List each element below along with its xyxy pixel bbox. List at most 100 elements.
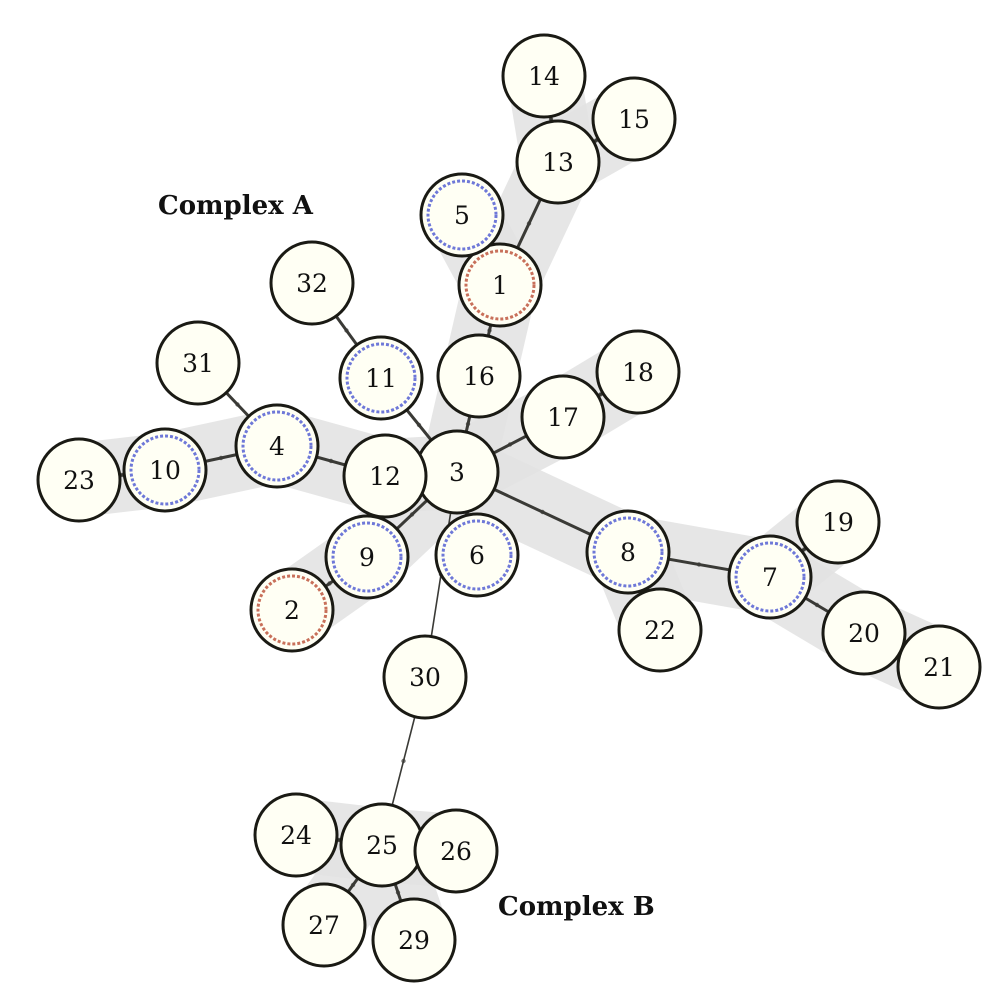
node-label-27: 27: [308, 911, 340, 940]
node-label-20: 20: [848, 619, 880, 648]
node-2: 2: [249, 567, 335, 653]
node-circle-30: [382, 634, 468, 720]
node-label-12: 12: [369, 462, 401, 491]
node-10: 10: [122, 427, 208, 513]
node-11: 11: [338, 335, 424, 421]
edge-tick-25-29: [395, 890, 401, 895]
node-label-13: 13: [542, 148, 574, 177]
node-circle-29: [371, 897, 457, 983]
node-circle-26: [413, 808, 499, 894]
node-circle-13: [515, 119, 601, 205]
node-circle-17: [520, 374, 606, 460]
node-circle-24: [253, 792, 339, 878]
node-ring-8: [592, 516, 664, 588]
node-14: 14: [501, 33, 587, 119]
node-32: 32: [269, 240, 355, 326]
node-circle-15: [591, 76, 677, 162]
node-18: 18: [595, 329, 681, 415]
node-19: 19: [795, 479, 881, 565]
node-31: 31: [155, 320, 241, 406]
node-label-18: 18: [622, 358, 654, 387]
node-7: 7: [727, 534, 813, 620]
node-24: 24: [253, 792, 339, 878]
node-ring-7: [734, 541, 806, 613]
node-label-24: 24: [280, 821, 312, 850]
node-circle-4: [234, 403, 320, 489]
node-3: 3: [414, 429, 500, 515]
node-20: 20: [821, 590, 907, 676]
node-label-31: 31: [182, 349, 214, 378]
node-15: 15: [591, 76, 677, 162]
node-8: 8: [585, 509, 671, 595]
node-label-14: 14: [528, 62, 560, 91]
node-22: 22: [617, 587, 703, 673]
node-label-29: 29: [398, 926, 430, 955]
node-27: 27: [281, 882, 367, 968]
node-label-32: 32: [296, 269, 328, 298]
node-1: 1: [457, 242, 543, 328]
node-label-16: 16: [463, 362, 495, 391]
node-13: 13: [515, 119, 601, 205]
node-label-1: 1: [492, 271, 508, 300]
edge-tick-12-4: [328, 458, 334, 464]
node-ring-11: [345, 342, 417, 414]
edge-tick-7-20: [814, 602, 820, 608]
node-label-15: 15: [618, 105, 650, 134]
node-label-11: 11: [365, 364, 397, 393]
edge-tick-3-16: [465, 421, 471, 427]
node-circle-5: [419, 172, 505, 258]
node-21: 21: [896, 624, 982, 710]
complex-b-label: Complex B: [498, 892, 655, 922]
node-12: 12: [342, 433, 428, 519]
node-circle-8: [585, 509, 671, 595]
node-26: 26: [413, 808, 499, 894]
node-label-6: 6: [469, 541, 485, 570]
node-9: 9: [324, 514, 410, 600]
node-circle-18: [595, 329, 681, 415]
node-17: 17: [520, 374, 606, 460]
node-circle-21: [896, 624, 982, 710]
node-circle-19: [795, 479, 881, 565]
edge-tick-16-1: [487, 328, 492, 333]
node-25: 25: [339, 802, 425, 888]
node-circle-12: [342, 433, 428, 519]
node-label-2: 2: [284, 596, 300, 625]
edge-tick-4-10: [218, 455, 224, 461]
node-ring-5: [426, 179, 498, 251]
node-23: 23: [36, 437, 122, 523]
node-ring-10: [129, 434, 201, 506]
edge-tick-9-2: [327, 581, 332, 586]
node-label-5: 5: [454, 201, 470, 230]
node-circle-22: [617, 587, 703, 673]
node-label-23: 23: [63, 466, 95, 495]
edge-tick-3-17: [507, 442, 513, 447]
node-label-9: 9: [359, 543, 375, 572]
node-label-10: 10: [149, 456, 181, 485]
node-ring-4: [241, 410, 313, 482]
edge-tick-3-9: [409, 512, 415, 517]
node-label-17: 17: [547, 403, 579, 432]
node-4: 4: [234, 403, 320, 489]
edge-tick-3-11: [416, 422, 422, 428]
edge-tick-1-13: [526, 221, 532, 226]
edge-tick-3-8: [540, 509, 545, 515]
node-6: 6: [434, 512, 520, 598]
node-16: 16: [436, 333, 522, 419]
node-circle-31: [155, 320, 241, 406]
node-circle-27: [281, 882, 367, 968]
node-label-26: 26: [440, 837, 472, 866]
edge-tick-11-32: [344, 328, 349, 333]
node-circle-6: [434, 512, 520, 598]
node-30: 30: [382, 634, 468, 720]
node-circle-2: [249, 567, 335, 653]
node-label-19: 19: [822, 508, 854, 537]
node-circle-23: [36, 437, 122, 523]
node-label-3: 3: [449, 458, 465, 487]
node-5: 5: [419, 172, 505, 258]
complex-a-label: Complex A: [158, 191, 314, 221]
node-circle-16: [436, 333, 522, 419]
edge-tick-8-7: [696, 562, 702, 567]
node-label-7: 7: [762, 563, 778, 592]
